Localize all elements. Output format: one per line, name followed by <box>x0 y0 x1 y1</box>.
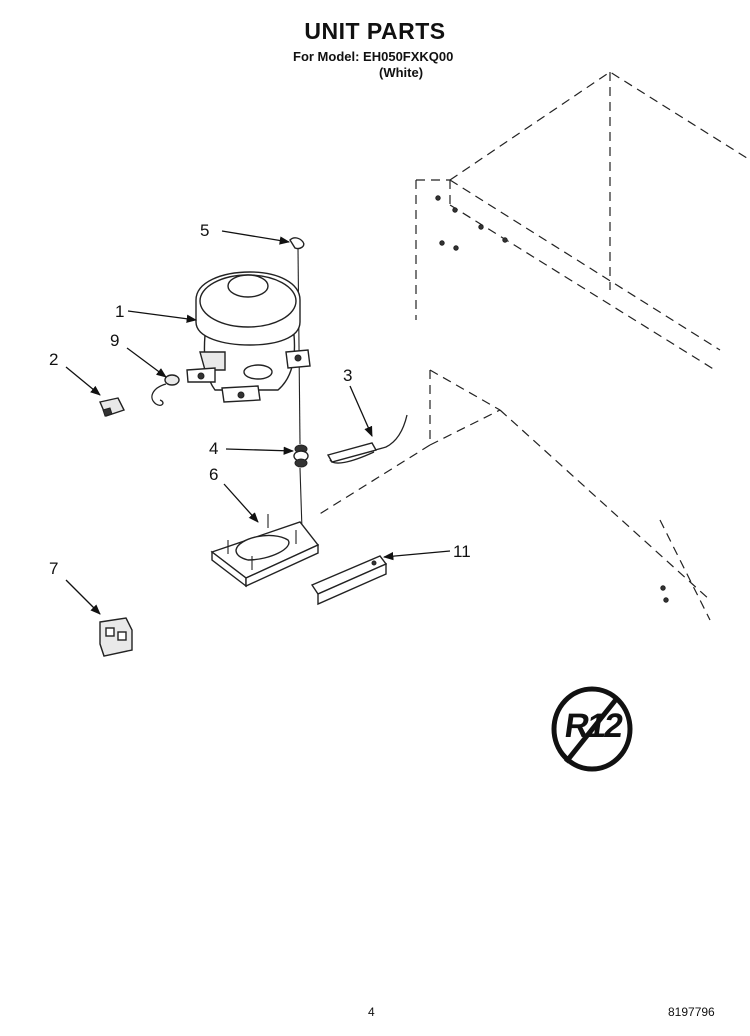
callout-6: 6 <box>209 465 219 484</box>
callout-1: 1 <box>115 302 125 321</box>
callout-2: 2 <box>49 350 59 369</box>
cabinet-outline <box>317 71 750 621</box>
no-r12-refrigerant-icon <box>551 686 633 772</box>
part-3-drier <box>326 414 408 464</box>
page-title: UNIT PARTS <box>304 18 446 44</box>
callout-4: 4 <box>209 439 219 458</box>
leader-lines <box>65 230 451 615</box>
part-6-base-plate <box>210 514 320 588</box>
model-line: For Model: EH050FXKQ00 <box>293 49 454 64</box>
callout-7: 7 <box>49 559 59 578</box>
document-number: 8197796 <box>668 1005 715 1019</box>
page-number: 4 <box>368 1005 375 1019</box>
part-5-clip <box>289 237 305 445</box>
part-2-relay <box>99 397 125 417</box>
callout-5: 5 <box>200 221 210 240</box>
part-4-grommet <box>293 444 309 531</box>
callout-3: 3 <box>343 366 353 385</box>
part-7-block <box>99 617 133 657</box>
callout-9: 9 <box>110 331 120 350</box>
model-variant: (White) <box>379 65 424 80</box>
r12-badge-text: R12 <box>562 707 624 745</box>
callout-11: 11 <box>453 542 471 561</box>
part-11-bracket <box>310 555 388 606</box>
part-1-compressor <box>186 271 311 403</box>
part-9-overload <box>151 374 180 406</box>
